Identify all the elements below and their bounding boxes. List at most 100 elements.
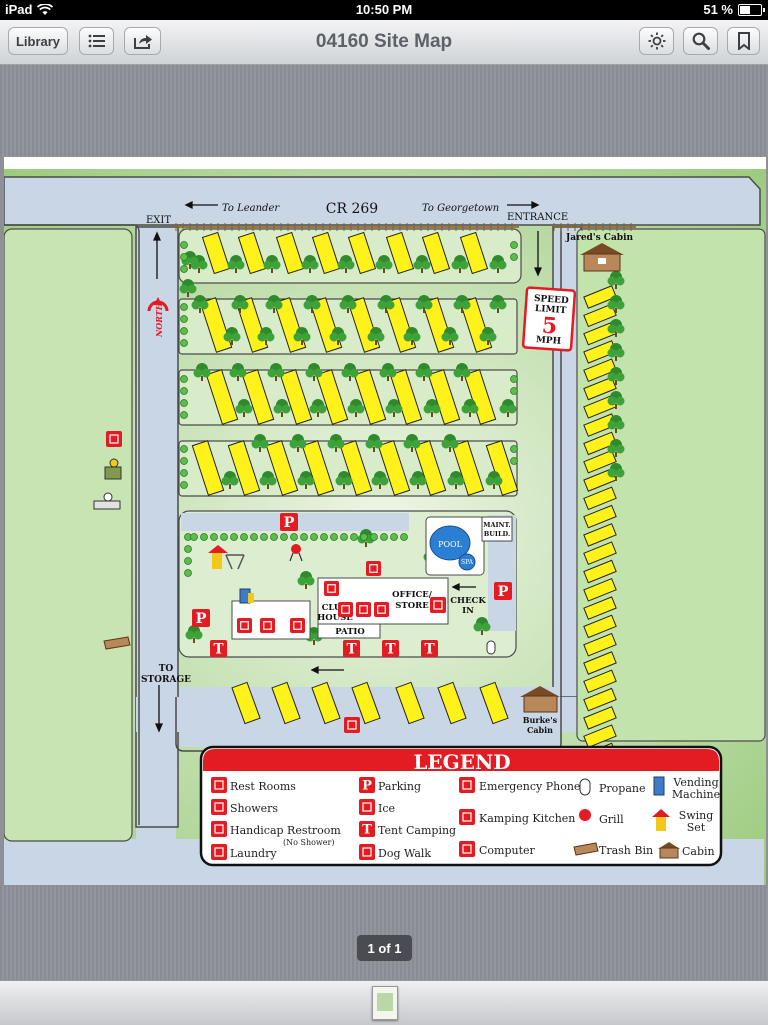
burkes-cabin-line1: Burke's [523,715,558,725]
campsite [583,614,617,639]
rest-rooms-icon-glyph [263,621,272,630]
check-in-line2: IN [462,606,474,616]
bush [184,557,192,565]
search-button[interactable] [683,27,718,55]
rest-rooms-icon-shape [260,618,275,633]
campsite [583,376,617,401]
entrance-label: ENTRANCE [507,212,568,223]
campsite [301,440,335,496]
toolbar: Library 04160 Site Map [0,20,768,65]
tent-camping-icon-shape [343,640,360,657]
swing-set-icon [208,545,245,570]
bush [270,533,278,541]
speed-line2: LIMIT [535,304,567,316]
campsite [311,231,341,275]
brightness-button[interactable] [639,27,674,55]
share-button[interactable] [124,27,161,55]
spa-label: SPA [461,559,474,566]
campsite [583,431,617,456]
campsite [583,504,617,529]
legend-swing-icon [652,809,670,817]
showers-icon-shape [290,618,305,633]
jareds-cabin [580,243,624,272]
jareds-cabin-label: Jared's Cabin [565,233,634,243]
dog-walk-icon [106,431,122,447]
campsite [275,231,305,275]
speed-number: 5 [541,313,558,340]
showers-icon-shape [356,602,371,617]
library-button[interactable]: Library [8,27,68,55]
search-icon [692,32,710,50]
dog-walk-icon-shape [106,431,122,447]
bush [184,545,192,553]
dog-walk-icon-glyph [347,720,357,730]
legend-emergency: Emergency Phone [479,780,580,793]
bush [180,339,188,347]
legend-laundry-icon-shape [211,844,227,860]
page-thumbnail[interactable] [372,986,398,1020]
document-page[interactable]: CR 269 To Leander To Georgetown EXIT ENT… [0,157,766,897]
campsite [311,681,341,725]
tent-camping-icon-letter: T [213,641,223,657]
legend-grill-icon [579,809,591,821]
legend-laundry-icon [211,844,227,860]
legend-laundry-icon-glyph [214,847,224,857]
maintenance-building [481,516,513,542]
legend-rest-rooms: Rest Rooms [230,780,296,793]
legend-ice: Ice [378,802,395,815]
campsite [353,369,387,425]
kamping-kitchen-icon-shape [324,581,339,596]
parking-icon: P [280,513,298,531]
legend-trash: Trash Bin [599,844,653,857]
campsite [583,687,617,712]
tent-camping-icon-shape [382,640,399,657]
legend-computer-icon-glyph [462,844,472,854]
computer-icon-glyph [341,605,350,614]
legend: LEGEND [199,745,723,867]
tent-camping-icon: T [421,640,438,657]
to-storage-line2: STORAGE [141,675,191,685]
bush [360,533,368,541]
handicap-restroom-icon-glyph [377,605,386,614]
list-icon [88,34,105,48]
bush [280,533,288,541]
showers-icon-glyph [359,605,368,614]
table-of-contents-button[interactable] [79,27,114,55]
bush [180,241,188,249]
legend-parking: Parking [378,780,421,793]
site-map: CR 269 To Leander To Georgetown EXIT ENT… [0,157,766,897]
maint-line2: BUILD. [484,530,510,538]
campsite [583,651,617,675]
club-line2: HOUSE [317,613,353,623]
campsite [583,724,617,749]
speed-limit-sign: SPEED LIMIT 5 MPH [521,286,577,352]
north-compass: NORTH [147,297,169,338]
legend-cabin: Cabin [682,845,715,858]
share-icon [133,35,152,49]
bush [380,533,388,541]
legend-swing-line1: Swing [679,809,714,822]
tent-camping-icon-shape [421,640,438,657]
pool: POOL SPA [425,516,485,576]
battery-icon [738,3,765,16]
parking-icon: P [192,609,210,627]
campsite [265,440,299,496]
dog-walk-icon-glyph [109,434,119,444]
legend-vending-icon [653,776,665,796]
legend-swing-icon-base [656,817,666,831]
to-georgetown-label: To Georgetown [422,203,499,214]
bush [350,533,358,541]
legend-no-shower: (No Shower) [283,838,334,847]
office-line1: OFFICE/ [392,590,433,600]
bush [230,533,238,541]
legend-grill: Grill [599,813,624,826]
legend-computer-icon [459,841,475,857]
campsite [583,669,617,694]
campsite [271,681,301,725]
ice-icon-shape [430,597,446,613]
fence-ticks [175,223,632,231]
campsite [241,369,275,425]
bookmark-button[interactable] [727,27,760,55]
legend-computer-icon-shape [459,841,475,857]
